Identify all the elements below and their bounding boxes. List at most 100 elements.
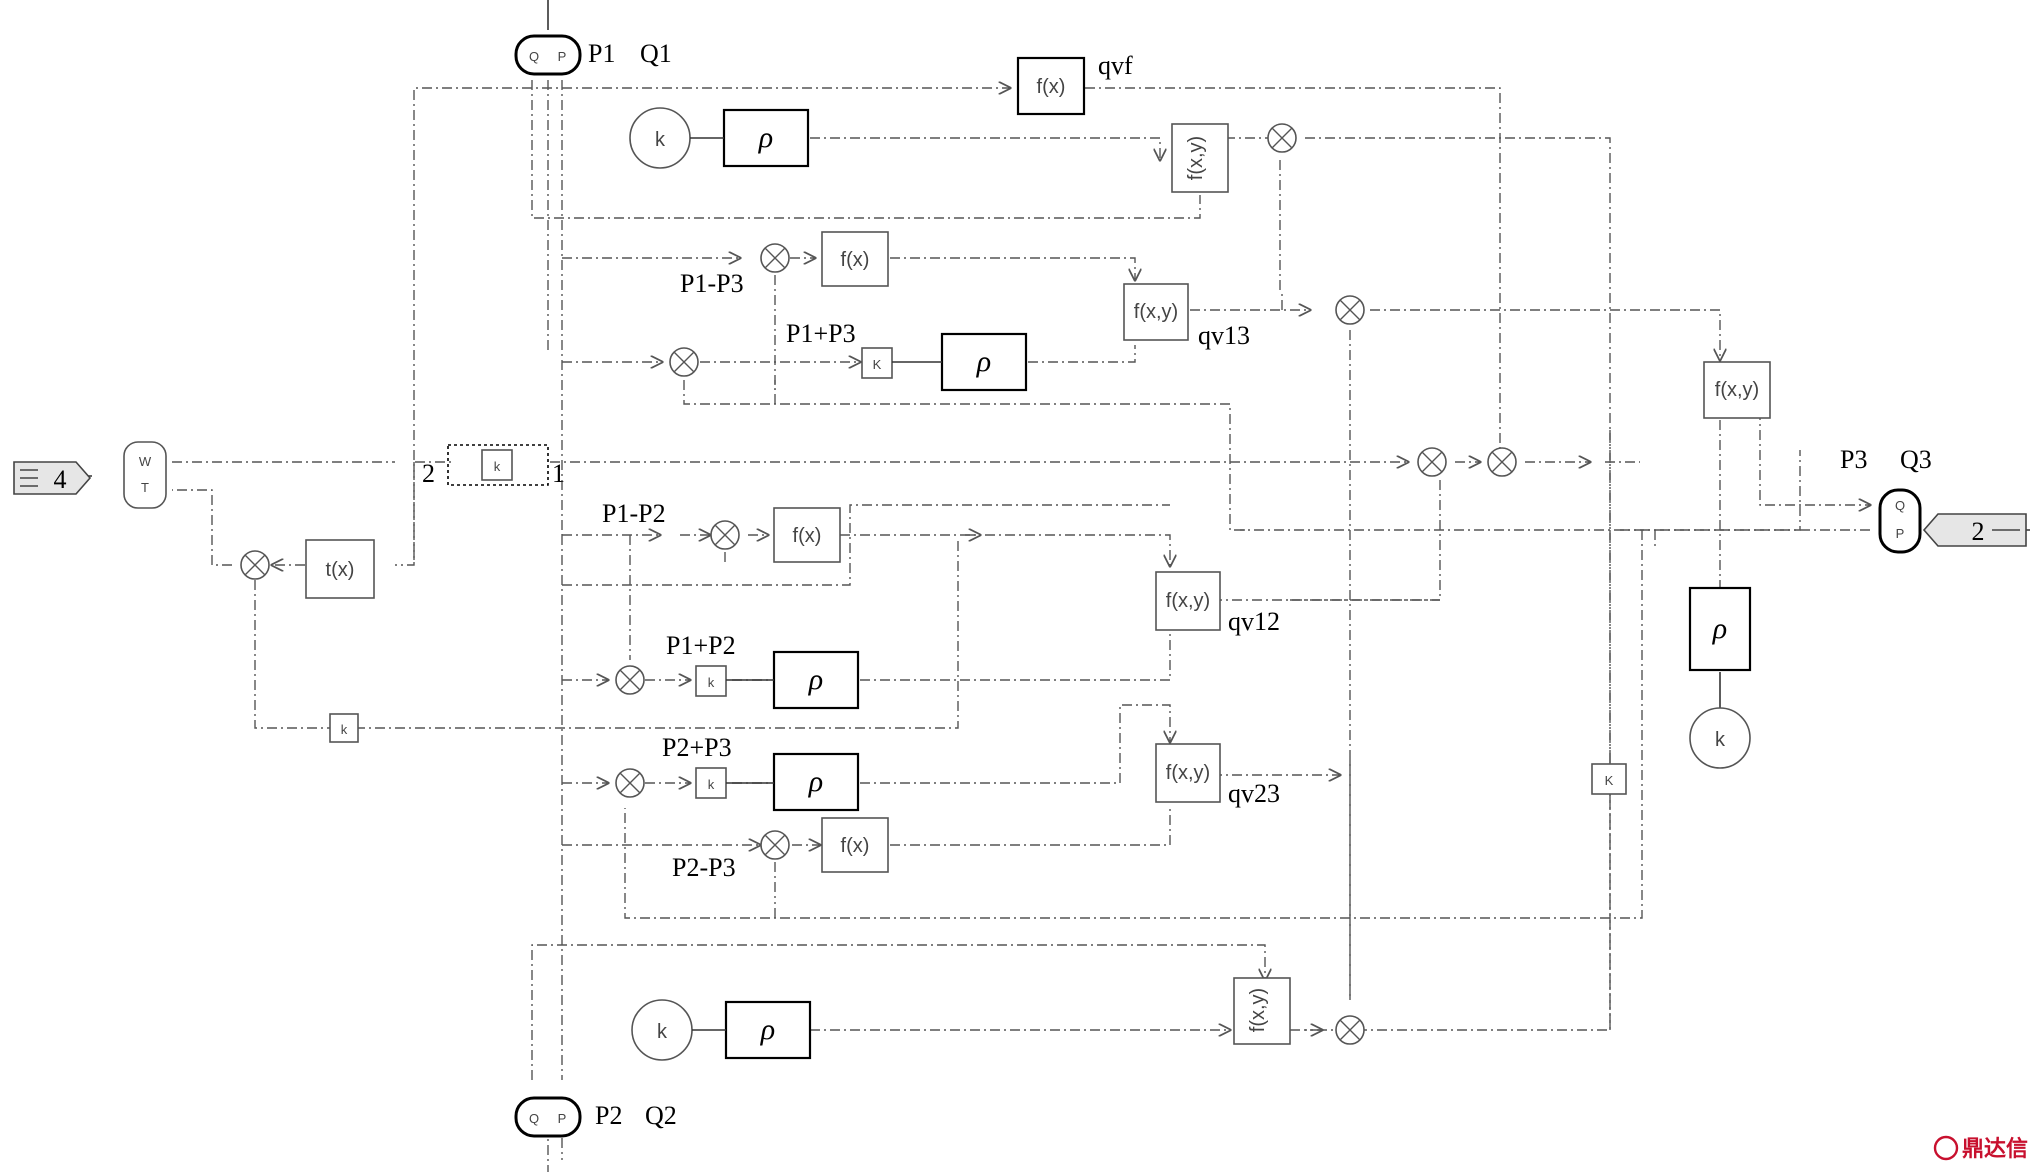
fx-block-p1p3[interactable]: f(x) bbox=[821, 231, 889, 287]
rho-glyph: ρ bbox=[808, 663, 823, 696]
rho-glyph: ρ bbox=[760, 1013, 775, 1046]
fx-block-qvf[interactable]: f(x) bbox=[1016, 56, 1086, 116]
summing-junction[interactable] bbox=[1335, 1015, 1365, 1045]
fxy-block-qv23[interactable]: f(x,y) bbox=[1155, 743, 1221, 803]
gain-k-right[interactable]: K bbox=[1591, 763, 1627, 795]
rho-block-p2p3[interactable]: ρ bbox=[772, 752, 860, 812]
fxy-block-bottom[interactable]: f(x,y) bbox=[1233, 977, 1291, 1045]
label-p1-minus-p3: P1-P3 bbox=[680, 269, 744, 298]
gain-k-p1p2[interactable]: k bbox=[695, 665, 727, 697]
summing-junction[interactable] bbox=[1417, 447, 1447, 477]
k-glyph: k bbox=[657, 1021, 668, 1043]
k-glyph: k bbox=[341, 722, 348, 737]
fxy-glyph: f(x,y) bbox=[1166, 590, 1210, 612]
label-qv13: qv13 bbox=[1198, 321, 1250, 350]
summing-junction[interactable] bbox=[1335, 295, 1365, 325]
label-p3: P3 bbox=[1840, 445, 1867, 474]
label-p2-minus-p3: P2-P3 bbox=[672, 853, 736, 882]
wt-block[interactable]: W T bbox=[123, 441, 167, 509]
label-p1: P1 bbox=[588, 39, 615, 68]
rho-block-p1p3[interactable]: ρ bbox=[940, 332, 1028, 392]
watermark-text: 鼎达信 bbox=[1962, 1136, 2028, 1162]
k-glyph: K bbox=[1605, 773, 1614, 788]
summing-junction[interactable] bbox=[710, 520, 740, 550]
constant-k-bottom[interactable]: k bbox=[631, 999, 693, 1061]
fx-glyph: f(x) bbox=[841, 249, 870, 271]
label-p2-plus-p3: P2+P3 bbox=[662, 733, 732, 762]
label-q2: Q2 bbox=[645, 1101, 677, 1130]
constant-k-top[interactable]: k bbox=[629, 107, 691, 169]
port-p-glyph: P bbox=[558, 1111, 567, 1126]
gain-k-p1p3[interactable]: K bbox=[861, 347, 893, 379]
summing-junction[interactable] bbox=[760, 830, 790, 860]
fxy-glyph: f(x,y) bbox=[1715, 379, 1759, 401]
label-qv23: qv23 bbox=[1228, 779, 1280, 808]
summing-junction[interactable] bbox=[1267, 123, 1297, 153]
label-p1-plus-p3: P1+P3 bbox=[786, 319, 856, 348]
summing-junctions bbox=[240, 123, 1517, 1045]
rho-glyph: ρ bbox=[976, 345, 991, 378]
summing-junction[interactable] bbox=[615, 665, 645, 695]
summing-junction[interactable] bbox=[1487, 447, 1517, 477]
node-mark-2: 2 bbox=[422, 459, 435, 488]
signal-lines bbox=[70, 0, 2030, 1172]
label-qv12: qv12 bbox=[1228, 607, 1280, 636]
fxy-block-qv13[interactable]: f(x,y) bbox=[1123, 283, 1189, 341]
port-p-glyph: P bbox=[558, 49, 567, 64]
gain-k-p2p3[interactable]: k bbox=[695, 767, 727, 799]
rho-block-top[interactable]: ρ bbox=[722, 108, 810, 168]
k-glyph: k bbox=[708, 675, 715, 690]
node-mark-1: 1 bbox=[552, 459, 565, 488]
fx-block-p2p3[interactable]: f(x) bbox=[821, 817, 889, 873]
connector-number: 2 bbox=[1972, 517, 1985, 546]
rho-block-right[interactable]: ρ bbox=[1688, 586, 1752, 672]
k-glyph: k bbox=[1715, 729, 1726, 751]
connector-left-4[interactable]: 4 bbox=[13, 461, 92, 495]
rho-block-p1p2[interactable]: ρ bbox=[772, 650, 860, 710]
fxy-block-qv12[interactable]: f(x,y) bbox=[1155, 571, 1221, 631]
port-q-glyph: Q bbox=[1895, 498, 1905, 513]
watermark-logo: 鼎达信 bbox=[1933, 1135, 2028, 1162]
k-glyph: k bbox=[708, 777, 715, 792]
connector-right-2[interactable]: 2 bbox=[1922, 513, 2027, 547]
fx-block-p1p2[interactable]: f(x) bbox=[773, 507, 841, 563]
label-p1-minus-p2: P1-P2 bbox=[602, 499, 666, 528]
tx-block[interactable]: t(x) bbox=[305, 539, 375, 599]
port-p2-q2[interactable]: Q P bbox=[514, 1096, 582, 1138]
wt-w-glyph: W bbox=[139, 454, 152, 469]
port-q-glyph: Q bbox=[529, 49, 539, 64]
gain-k-left[interactable]: k bbox=[329, 713, 359, 743]
summing-junction[interactable] bbox=[240, 550, 270, 580]
fxy-block-right[interactable]: f(x,y) bbox=[1703, 361, 1771, 419]
connector-number: 4 bbox=[54, 465, 67, 494]
fx-glyph: f(x) bbox=[841, 835, 870, 857]
gain-k-selected[interactable]: k bbox=[447, 444, 549, 486]
port-p-glyph: P bbox=[1896, 526, 1905, 541]
rho-block-bottom[interactable]: ρ bbox=[724, 1000, 812, 1060]
rho-glyph: ρ bbox=[758, 121, 773, 154]
label-p2: P2 bbox=[595, 1101, 622, 1130]
port-q-glyph: Q bbox=[529, 1111, 539, 1126]
summing-junction[interactable] bbox=[669, 347, 699, 377]
summing-junction[interactable] bbox=[615, 768, 645, 798]
summing-junction[interactable] bbox=[760, 243, 790, 273]
fxy-glyph: f(x,y) bbox=[1134, 301, 1178, 323]
tx-glyph: t(x) bbox=[326, 559, 355, 581]
k-glyph: k bbox=[494, 459, 501, 474]
fx-glyph: f(x) bbox=[1037, 76, 1066, 98]
fxy-glyph: f(x,y) bbox=[1166, 762, 1210, 784]
fxy-block-top[interactable]: f(x,y) bbox=[1171, 123, 1229, 193]
port-p3-q3[interactable]: Q P bbox=[1878, 488, 1922, 554]
k-glyph: K bbox=[873, 357, 882, 372]
label-p1-plus-p2: P1+P2 bbox=[666, 631, 736, 660]
rho-glyph: ρ bbox=[808, 765, 823, 798]
label-q1: Q1 bbox=[640, 39, 672, 68]
k-glyph: k bbox=[655, 129, 666, 151]
port-p1-q1[interactable]: Q P bbox=[514, 34, 582, 76]
fxy-glyph: f(x,y) bbox=[1185, 136, 1207, 180]
fxy-glyph: f(x,y) bbox=[1247, 988, 1269, 1032]
rho-glyph: ρ bbox=[1712, 612, 1727, 645]
constant-k-right[interactable]: k bbox=[1689, 707, 1751, 769]
wt-t-glyph: T bbox=[141, 480, 149, 495]
